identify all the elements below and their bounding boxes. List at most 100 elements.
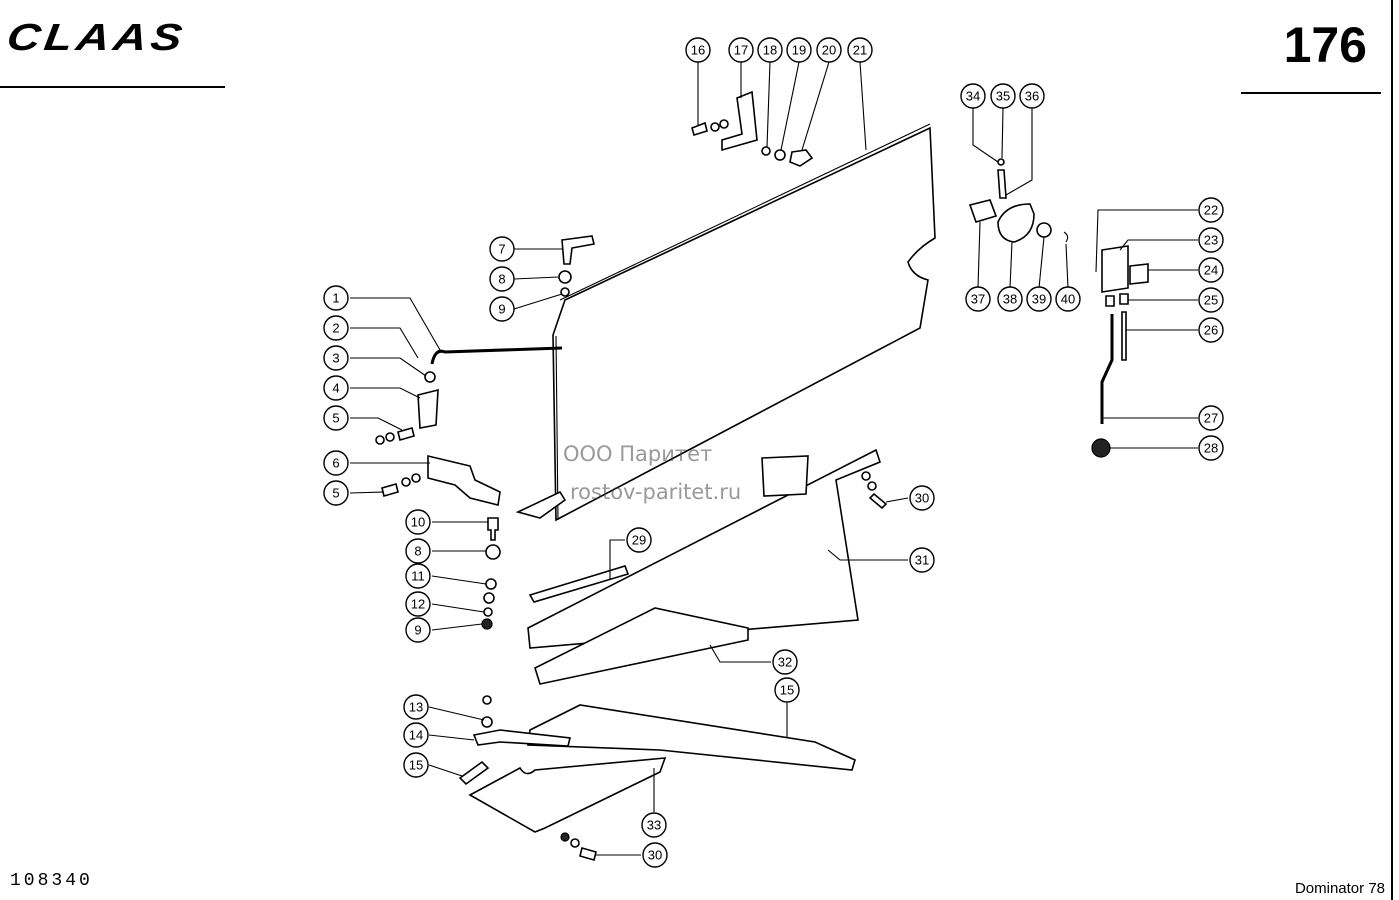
- callout-circle: [774, 677, 800, 703]
- leader-40: [1065, 243, 1069, 289]
- leader-29: [609, 539, 625, 580]
- callout-26: 26: [1198, 317, 1224, 343]
- leader-31: [827, 549, 908, 561]
- bolt-30-bottom: [579, 847, 597, 861]
- callout-circle: [816, 37, 842, 63]
- fastener-13: [482, 695, 492, 705]
- washer-5a: [385, 432, 395, 442]
- nut-9-bottom: [481, 618, 493, 630]
- latch-38: [997, 203, 1035, 243]
- callout-label: 5: [332, 411, 339, 426]
- callout-11: 11: [405, 563, 431, 589]
- plate-6: [427, 454, 501, 506]
- callout-30: 30: [642, 842, 668, 868]
- hook-bolt-7: [561, 235, 595, 265]
- leader-34: [972, 108, 999, 163]
- washer-12: [483, 607, 493, 617]
- drawing-number: 108340: [10, 871, 93, 891]
- panel-foot: [515, 490, 567, 519]
- leader-14: [428, 734, 475, 741]
- nut-5a: [375, 435, 385, 445]
- callout-circle: [323, 450, 349, 476]
- nut-5b: [411, 473, 421, 483]
- callout-circle: [728, 37, 754, 63]
- bushing-37: [968, 199, 998, 223]
- side-panel: [552, 126, 936, 522]
- callout-circle: [626, 527, 652, 553]
- knob-20: [789, 149, 814, 167]
- leader-5a: [350, 417, 403, 431]
- callout-25: 25: [1198, 287, 1224, 313]
- callout-35: 35: [990, 83, 1016, 109]
- callout-label: 16: [691, 43, 705, 58]
- callout-label: 30: [915, 491, 929, 506]
- leader-20: [801, 61, 830, 151]
- bushing-25b: [1119, 293, 1129, 305]
- callout-label: 4: [332, 381, 339, 396]
- strut-32: [534, 607, 749, 685]
- leader-12: [431, 603, 485, 613]
- callout-label: 7: [498, 242, 505, 257]
- callout-39: 39: [1026, 286, 1052, 312]
- leader-35: [1001, 107, 1004, 159]
- washer-19: [774, 149, 786, 161]
- callout-circle: [786, 37, 812, 63]
- callout-label: 20: [822, 43, 836, 58]
- callout-label: 39: [1032, 292, 1046, 307]
- callout-5: 5: [323, 480, 349, 506]
- callout-label: 18: [763, 43, 777, 58]
- callout-16: 16: [685, 37, 711, 63]
- leader-38: [1009, 241, 1013, 289]
- callout-label: 23: [1204, 233, 1218, 248]
- callout-circle: [1019, 83, 1045, 109]
- washer-30-bottom: [570, 838, 580, 848]
- callout-circle: [1055, 286, 1081, 312]
- leader-19: [780, 61, 800, 151]
- leader-32: [709, 644, 771, 663]
- bracket-17: [721, 90, 758, 152]
- callout-23: 23: [1198, 227, 1224, 253]
- callout-circle: [960, 83, 986, 109]
- leader-39: [1038, 236, 1045, 289]
- callout-label: 9: [498, 302, 505, 317]
- callout-label: 3: [332, 351, 339, 366]
- washer-18: [761, 146, 771, 156]
- rod-1: [430, 346, 563, 365]
- callout-circle: [323, 405, 349, 431]
- panel-flange: [555, 123, 931, 521]
- bolt-16: [691, 121, 708, 137]
- callout-circle: [1198, 197, 1224, 223]
- callout-27: 27: [1198, 405, 1224, 431]
- callout-13: 13: [403, 694, 429, 720]
- washer-16: [710, 122, 720, 132]
- callout-28: 28: [1198, 435, 1224, 461]
- washer-9-top: [560, 287, 570, 297]
- header-rule-right: [1241, 92, 1381, 94]
- bracket-4: [417, 388, 439, 429]
- plate-23: [1101, 245, 1129, 293]
- leader-13: [428, 706, 485, 721]
- bolt-10: [487, 517, 499, 541]
- leader-21: [859, 61, 867, 151]
- nut-39: [1036, 222, 1052, 238]
- leader-4: [350, 387, 421, 399]
- watermark-company: ООО Паритет: [563, 442, 713, 466]
- callout-circle: [405, 563, 431, 589]
- leader-23: [1119, 239, 1198, 251]
- plate-33: [468, 757, 667, 833]
- callout-label: 35: [996, 89, 1010, 104]
- callout-circle: [323, 375, 349, 401]
- callout-34: 34: [960, 83, 986, 109]
- callout-label: 17: [734, 43, 748, 58]
- callout-label: 12: [411, 597, 425, 612]
- strip-26: [1121, 311, 1127, 361]
- callout-label: 29: [632, 533, 646, 548]
- guard-15: [527, 704, 856, 771]
- page-border-right: [1391, 0, 1393, 900]
- callout-12: 12: [405, 591, 431, 617]
- washer-3: [424, 371, 436, 383]
- leader-8a: [513, 276, 559, 280]
- callout-label: 8: [498, 272, 505, 287]
- callout-label: 13: [409, 700, 423, 715]
